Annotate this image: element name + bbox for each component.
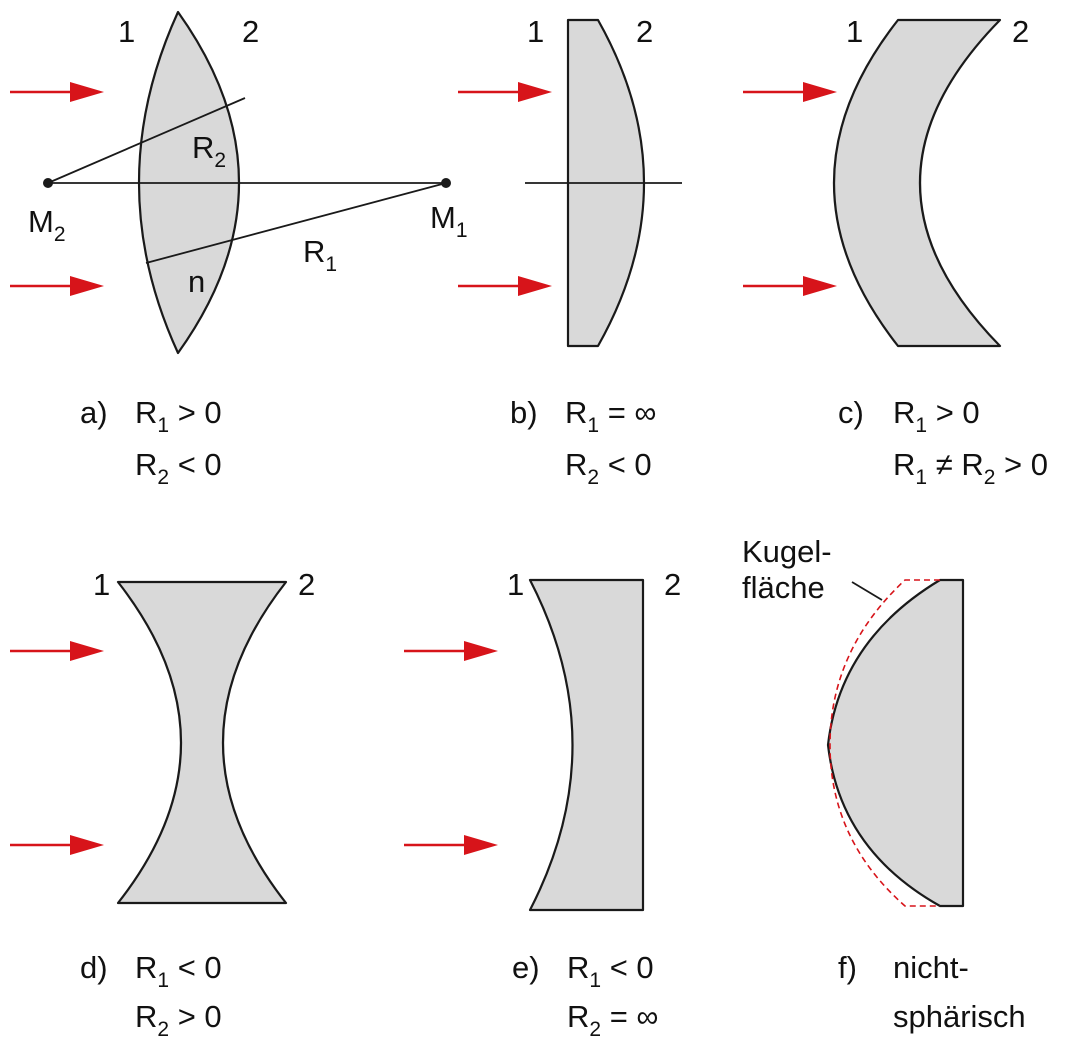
- biconcave-lens: [116, 580, 288, 905]
- caption-b-letter: b): [510, 395, 538, 430]
- aspheric-lens: [826, 578, 965, 908]
- surface-label-2: 2: [664, 567, 681, 602]
- caption-a-letter: a): [80, 395, 108, 430]
- center-point-m2: [43, 178, 53, 188]
- surface-label-2: 2: [636, 14, 653, 49]
- surface-label-1: 1: [93, 567, 110, 602]
- surface-label-2: 2: [298, 567, 315, 602]
- caption-f-letter: f): [838, 950, 857, 985]
- caption-c-line2: R1 ≠ R2 > 0: [893, 447, 1048, 489]
- arrow-top: [10, 641, 104, 661]
- panel-f: Kugel- fläche f) nicht- sphärisch: [742, 534, 1026, 1034]
- caption-a-line2: R2 < 0: [135, 447, 222, 489]
- panel-c: 1 2 c) R1 > 0 R1 ≠ R2 > 0: [743, 14, 1048, 489]
- caption-b-line2: R2 < 0: [565, 447, 652, 489]
- arrow-top: [743, 82, 837, 102]
- leader-line: [851, 581, 883, 601]
- arrow-bottom: [10, 835, 104, 855]
- arrow-bottom: [743, 276, 837, 296]
- refractive-index-label: n: [188, 264, 205, 299]
- caption-d-letter: d): [80, 950, 108, 985]
- panel-d: 1 2 d) R1 < 0 R2 > 0: [10, 567, 315, 1041]
- arrow-bottom: [10, 276, 104, 296]
- surface-label-2: 2: [242, 14, 259, 49]
- caption-d-line2: R2 > 0: [135, 999, 222, 1041]
- meniscus-lens: [832, 18, 1002, 348]
- caption-e-line1: R1 < 0: [567, 950, 654, 992]
- caption-c-line1: R1 > 0: [893, 395, 980, 437]
- center-label-m2: M2: [28, 204, 66, 246]
- arrow-bottom: [458, 276, 552, 296]
- panel-a: 1 2 R2 M2 M1 R1 n a) R1 > 0 R2 < 0: [10, 10, 468, 489]
- caption-e-letter: e): [512, 950, 540, 985]
- surface-label-1: 1: [527, 14, 544, 49]
- panel-e: 1 2 e) R1 < 0 R2 = ∞: [404, 567, 681, 1041]
- caption-f-line1: nicht-: [893, 950, 969, 985]
- spherical-surface-dashed: [829, 579, 940, 907]
- plano-concave-lens: [528, 578, 645, 912]
- surface-label-1: 1: [507, 567, 524, 602]
- radius-line-r1: [145, 182, 447, 264]
- radius-line-r2: [47, 97, 246, 184]
- spherical-surface-label-line1: Kugel-: [742, 534, 832, 569]
- caption-d-line1: R1 < 0: [135, 950, 222, 992]
- surface-label-1: 1: [118, 14, 135, 49]
- caption-b-line1: R1 = ∞: [565, 395, 657, 437]
- spherical-surface-label-line2: fläche: [742, 570, 825, 605]
- arrow-top: [458, 82, 552, 102]
- arrow-bottom: [404, 835, 498, 855]
- center-label-m1: M1: [430, 200, 468, 242]
- surface-label-1: 1: [846, 14, 863, 49]
- arrow-top: [404, 641, 498, 661]
- surface-label-2: 2: [1012, 14, 1029, 49]
- caption-e-line2: R2 = ∞: [567, 999, 659, 1041]
- panel-b: 1 2 b) R1 = ∞ R2 < 0: [458, 14, 682, 489]
- caption-f-line2: sphärisch: [893, 999, 1026, 1034]
- arrow-top: [10, 82, 104, 102]
- caption-c-letter: c): [838, 395, 864, 430]
- caption-a-line1: R1 > 0: [135, 395, 222, 437]
- center-point-m1: [441, 178, 451, 188]
- radius-label-r2: R2: [192, 130, 226, 172]
- radius-label-r1: R1: [303, 234, 337, 276]
